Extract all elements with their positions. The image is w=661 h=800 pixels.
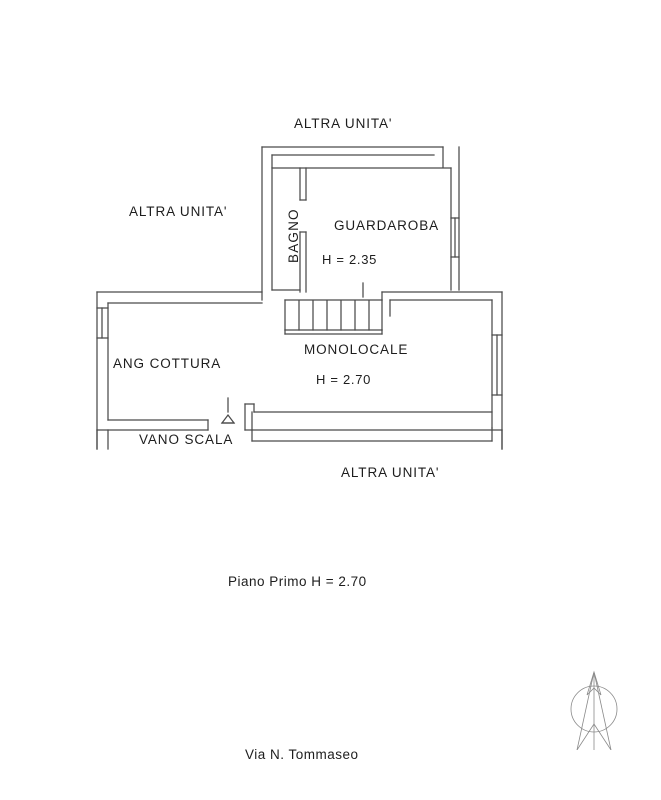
street-label: Via N. Tommaseo	[245, 747, 359, 762]
label-room-bagno: BAGNO	[286, 208, 301, 263]
label-room-monolocale: MONOLOCALE	[304, 342, 409, 357]
wall-lines	[96, 146, 503, 450]
compass-base-v	[576, 723, 612, 751]
label-altra-unita-top: ALTRA UNITA'	[294, 116, 393, 131]
compass-rose	[563, 662, 625, 751]
north-arrow-icon	[570, 670, 618, 751]
compass-ray-right	[593, 671, 612, 751]
label-room-vano-scala: VANO SCALA	[139, 432, 234, 447]
label-height-guardaroba: H = 2.35	[322, 252, 378, 267]
direction-arrow-head	[220, 413, 236, 424]
compass-ray-left	[576, 671, 595, 751]
compass-needle	[586, 670, 602, 696]
label-room-ang-cottura: ANG COTTURA	[113, 356, 222, 371]
label-room-guardaroba: GUARDAROBA	[334, 218, 440, 233]
label-height-monolocale: H = 2.70	[316, 372, 372, 387]
plan-caption: Piano Primo H = 2.70	[228, 574, 367, 589]
label-altra-unita-left: ALTRA UNITA'	[129, 204, 228, 219]
label-altra-unita-bottom: ALTRA UNITA'	[341, 465, 440, 480]
